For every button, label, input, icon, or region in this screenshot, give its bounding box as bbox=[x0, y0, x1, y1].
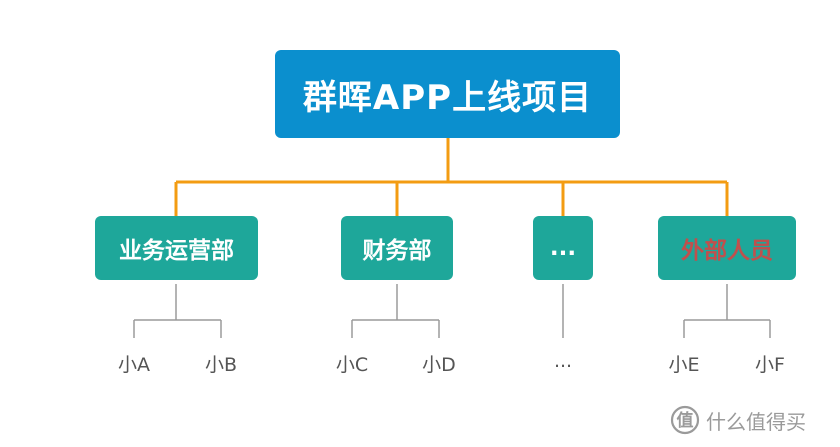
top-connectors bbox=[174, 138, 729, 216]
leaf-connectors bbox=[133, 284, 771, 338]
dept-node-2: 财务部 bbox=[341, 216, 453, 280]
member-2: 小B bbox=[204, 354, 238, 376]
member-4: 小D bbox=[422, 354, 456, 376]
watermark-text: 什么值得买 bbox=[706, 409, 806, 434]
root-node: 群晖APP上线项目 bbox=[275, 50, 620, 138]
dept-node-1: 业务运营部 bbox=[95, 216, 258, 280]
member-6: 小E bbox=[668, 354, 700, 376]
member-5: ... bbox=[553, 350, 573, 372]
member-1: 小A bbox=[118, 354, 150, 376]
watermark: 值 什么值得买 bbox=[670, 402, 836, 438]
member-3: 小C bbox=[335, 354, 369, 376]
svg-text:值: 值 bbox=[677, 410, 694, 431]
dept-label-2: 财务部 bbox=[362, 238, 432, 264]
dept-label-1: 业务运营部 bbox=[119, 238, 234, 264]
root-label: 群晖APP上线项目 bbox=[302, 77, 593, 118]
member-7: 小F bbox=[755, 354, 785, 376]
dept-node-4: 外部人员 bbox=[658, 216, 796, 280]
dept-node-3: ... bbox=[533, 216, 593, 280]
dept-label-3: ... bbox=[549, 235, 577, 261]
dept-label-4: 外部人员 bbox=[681, 238, 773, 264]
watermark-logo-icon: 值 bbox=[670, 405, 700, 435]
